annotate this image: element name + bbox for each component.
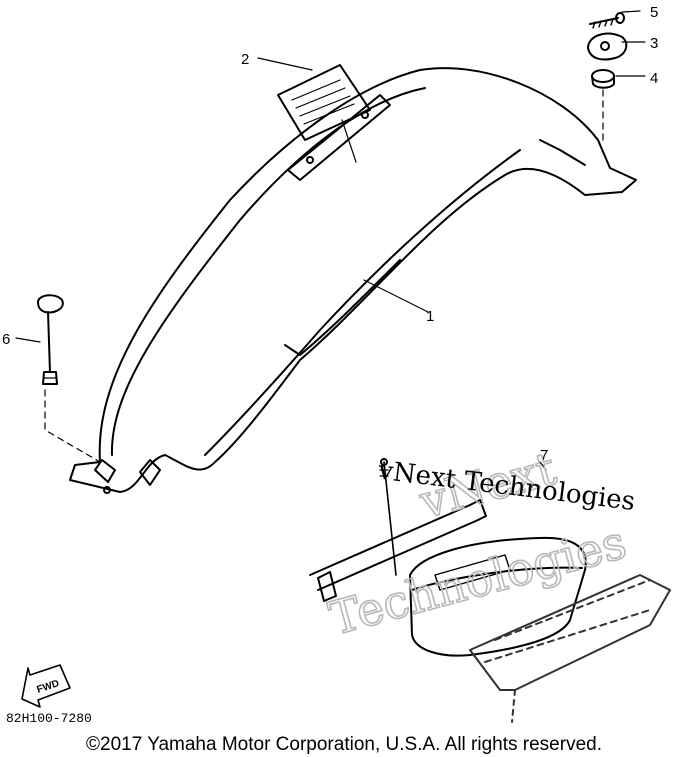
copyright-notice: ©2017 Yamaha Motor Corporation, U.S.A. A…: [86, 734, 602, 755]
callout-7: 7: [540, 447, 548, 464]
bolt-part: [37, 294, 64, 385]
grommet-part: [591, 69, 615, 89]
leader-lines: [15, 10, 646, 471]
callout-2: 2: [241, 51, 249, 68]
tool-bag-part: [309, 458, 587, 657]
diagram-code: 82H100-7280: [6, 711, 92, 726]
callout-5: 5: [650, 4, 658, 21]
callout-6: 6: [2, 331, 10, 348]
decal-label-part: [277, 64, 371, 141]
rear-fender-part: [69, 67, 637, 494]
callout-4: 4: [650, 70, 658, 87]
nut-part: [587, 32, 628, 61]
forward-arrow-icon: [21, 664, 71, 708]
callout-1: 1: [426, 308, 434, 325]
callout-3: 3: [650, 35, 658, 52]
watermark-line2: Technologies: [324, 515, 632, 646]
screw-part: [589, 12, 625, 29]
mounting-tray-part: [469, 574, 671, 723]
